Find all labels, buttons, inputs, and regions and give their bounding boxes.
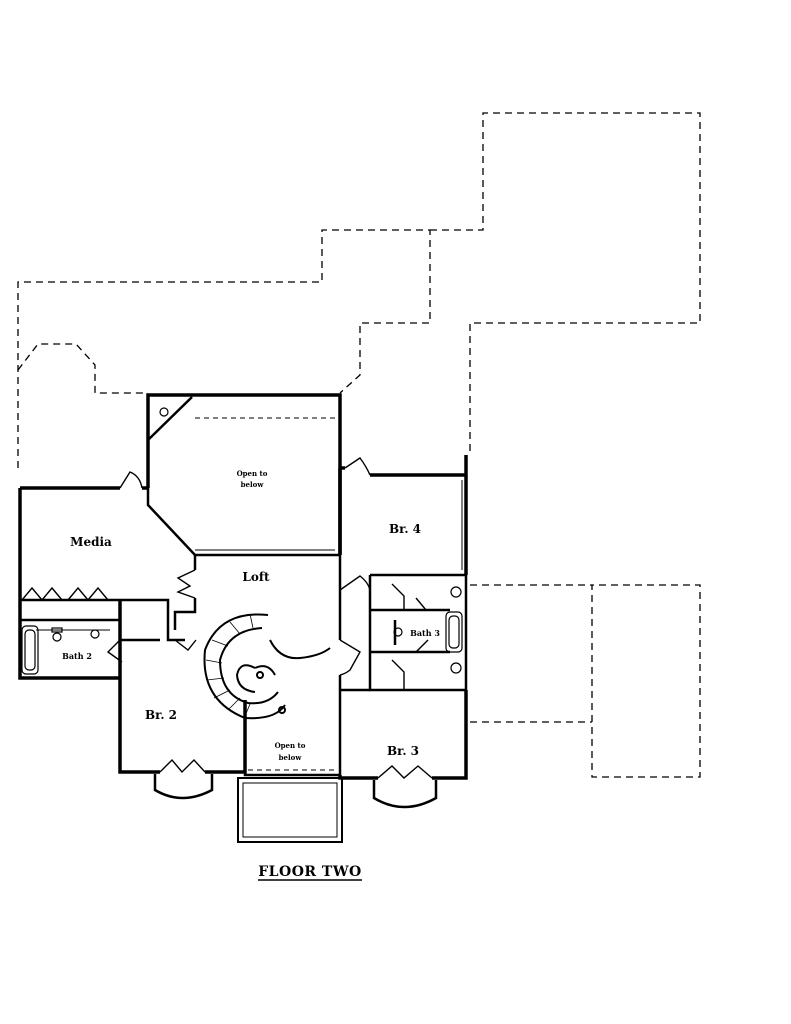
room-label-bath2: Bath 2 [62, 651, 92, 661]
room-label-open-to-below-bottom-line1: Open to [275, 741, 306, 750]
room-label-br2: Br. 2 [145, 708, 177, 722]
bay-windows [153, 774, 438, 809]
room-label-open-to-below-bottom-line2: below [279, 753, 303, 762]
room-label-loft: Loft [242, 570, 270, 584]
room-label-open-to-below-top-line1: Open to [237, 469, 268, 478]
spiral-staircase [203, 613, 331, 720]
room-label-br3: Br. 3 [387, 744, 419, 758]
room-label-bath3: Bath 3 [410, 628, 440, 638]
interior-walls [20, 395, 468, 778]
room-label-media: Media [70, 535, 112, 549]
room-label-open-to-below-top-line2: below [241, 480, 265, 489]
detail-lines [36, 417, 463, 843]
exterior-walls [18, 393, 468, 780]
lower-floor-outline [17, 112, 701, 778]
doors [21, 457, 433, 779]
plan-title: FLOOR TWO [258, 864, 362, 880]
bath-fixtures [21, 407, 463, 675]
room-label-br4: Br. 4 [389, 522, 421, 536]
